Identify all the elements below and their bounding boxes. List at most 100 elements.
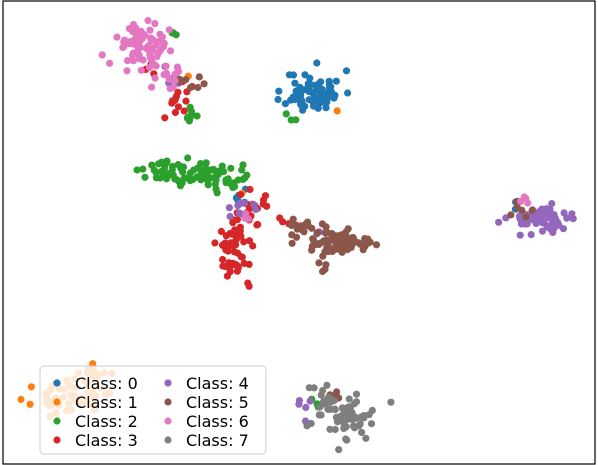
data-point xyxy=(170,76,179,84)
data-point xyxy=(147,55,155,64)
data-point xyxy=(125,40,134,48)
data-point xyxy=(171,96,179,105)
data-point xyxy=(233,216,241,224)
data-point xyxy=(322,261,330,269)
data-point xyxy=(345,395,353,403)
data-point xyxy=(316,403,324,411)
data-point xyxy=(300,228,308,236)
data-point xyxy=(295,400,303,408)
data-point xyxy=(227,239,235,247)
data-point xyxy=(171,108,179,117)
data-point xyxy=(200,170,208,178)
data-point xyxy=(332,235,340,243)
data-point xyxy=(538,227,547,235)
data-point xyxy=(223,272,231,280)
data-point xyxy=(204,181,212,189)
data-point xyxy=(274,95,282,104)
data-point xyxy=(134,45,142,53)
data-point xyxy=(160,71,168,79)
data-point xyxy=(202,159,210,167)
data-point xyxy=(146,63,154,71)
data-point xyxy=(285,71,293,79)
data-point xyxy=(356,240,364,248)
data-point xyxy=(179,168,187,176)
data-point xyxy=(322,104,330,112)
data-point xyxy=(207,166,215,174)
data-point xyxy=(156,46,165,54)
data-point xyxy=(321,229,329,237)
data-point xyxy=(507,211,515,219)
data-point xyxy=(291,79,299,87)
data-point xyxy=(151,74,159,82)
data-point xyxy=(226,229,234,237)
data-point xyxy=(317,391,325,399)
data-point xyxy=(254,220,262,229)
data-point xyxy=(560,209,568,217)
data-point xyxy=(147,36,155,44)
legend-label: Class: 1 xyxy=(75,393,138,412)
data-point xyxy=(219,255,227,264)
data-point xyxy=(323,381,331,389)
data-point xyxy=(182,76,190,84)
data-point xyxy=(197,176,205,184)
data-point xyxy=(302,403,310,412)
data-point xyxy=(263,202,271,210)
data-point xyxy=(140,30,148,38)
series-class-6 xyxy=(98,17,532,223)
series-class-5 xyxy=(173,73,536,402)
data-point xyxy=(307,419,315,428)
data-point xyxy=(324,405,332,413)
data-point xyxy=(523,219,531,227)
data-point xyxy=(113,33,121,41)
data-point xyxy=(148,83,156,91)
data-point xyxy=(344,89,352,97)
data-point xyxy=(522,194,530,202)
data-point xyxy=(317,78,325,86)
data-point xyxy=(120,42,128,51)
data-point xyxy=(213,189,221,197)
data-point xyxy=(226,212,234,221)
data-point xyxy=(133,166,141,174)
data-point xyxy=(169,162,177,170)
data-point xyxy=(536,217,545,225)
data-point xyxy=(528,206,536,214)
data-point xyxy=(174,103,182,111)
data-point xyxy=(341,230,349,238)
legend-label: Class: 3 xyxy=(75,431,138,450)
data-point xyxy=(282,110,290,118)
data-point xyxy=(230,248,238,256)
legend-marker xyxy=(53,379,61,387)
data-point xyxy=(330,94,338,102)
data-point xyxy=(240,238,248,246)
data-point xyxy=(315,259,323,267)
data-point xyxy=(129,51,137,59)
data-point xyxy=(306,397,314,405)
data-point xyxy=(160,39,168,48)
data-point xyxy=(495,218,503,226)
data-point xyxy=(517,216,525,224)
data-point xyxy=(341,415,349,423)
data-point xyxy=(320,397,328,406)
legend-label: Class: 2 xyxy=(75,412,138,431)
data-point xyxy=(242,210,250,218)
data-point xyxy=(165,26,173,34)
data-point xyxy=(227,164,235,172)
data-point xyxy=(305,384,313,392)
data-point xyxy=(538,205,546,213)
data-point xyxy=(313,229,321,237)
legend-marker xyxy=(53,436,61,444)
data-point xyxy=(166,84,174,93)
data-point xyxy=(173,176,181,184)
data-point xyxy=(313,59,321,67)
data-point xyxy=(341,408,349,416)
data-point xyxy=(334,414,342,422)
data-point xyxy=(550,224,558,232)
data-point xyxy=(372,241,381,249)
data-point xyxy=(123,67,131,75)
data-point xyxy=(240,199,248,207)
series-class-0 xyxy=(87,59,520,376)
data-point xyxy=(162,62,170,70)
data-point xyxy=(322,236,331,244)
